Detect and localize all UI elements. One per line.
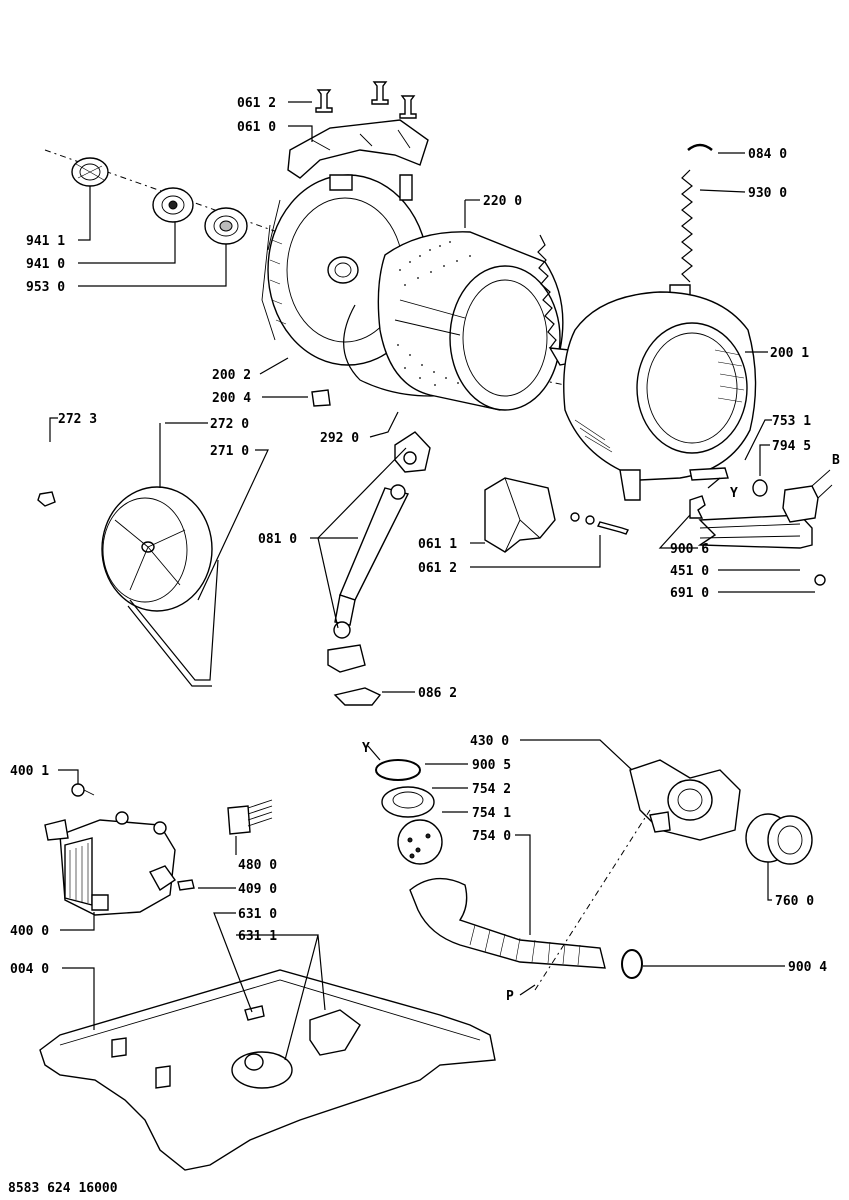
bearing-941-1 [71, 157, 109, 187]
leader-lines [49, 101, 815, 1061]
clamp-900-5 [375, 759, 421, 781]
footer-part-code: 8583 624 16000 [8, 1181, 118, 1196]
bearing-941-0 [152, 187, 194, 223]
pump-430-0 [629, 759, 741, 841]
label-631-0: 631 0 [238, 907, 277, 922]
label-004-0: 004 0 [10, 962, 49, 977]
label-760-0: 760 0 [775, 894, 814, 909]
label-941-0: 941 0 [26, 257, 65, 272]
label-061-2-top: 061 2 [237, 96, 276, 111]
bearing-953-0 [204, 207, 248, 245]
label-631-1: 631 1 [238, 929, 277, 944]
label-480-0: 480 0 [238, 858, 277, 873]
label-061-2-lower: 061 2 [418, 561, 457, 576]
filter-760-0 [745, 813, 813, 865]
block-200-4 [311, 389, 331, 407]
brush-400-1 [71, 783, 95, 797]
label-900-5: 900 5 [472, 758, 511, 773]
label-400-0: 400 0 [10, 924, 49, 939]
label-200-1: 200 1 [770, 346, 809, 361]
label-271-0: 271 0 [210, 444, 249, 459]
hook-084-0 [687, 143, 713, 151]
label-061-0: 061 0 [237, 120, 276, 135]
part-labels: 061 2 061 0 084 0 220 0 930 0 941 1 941 … [8, 96, 840, 1196]
label-754-2: 754 2 [472, 782, 511, 797]
label-900-6: 900 6 [670, 542, 709, 557]
label-953-0: 953 0 [26, 280, 65, 295]
label-754-1: 754 1 [472, 806, 511, 821]
hose-route-line [534, 809, 651, 991]
label-y-upper: Y [730, 486, 738, 501]
label-086-2: 086 2 [418, 686, 457, 701]
label-200-2: 200 2 [212, 368, 251, 383]
label-930-0: 930 0 [748, 186, 787, 201]
ring-754-2 [381, 786, 435, 818]
pin-409-0 [177, 879, 195, 891]
label-451-0: 451 0 [670, 564, 709, 579]
label-061-1: 061 1 [418, 537, 457, 552]
label-220-0: 220 0 [483, 194, 522, 209]
label-272-3: 272 3 [58, 412, 97, 427]
label-y-lower: Y [362, 741, 370, 756]
drum-perforation-pattern [397, 241, 471, 386]
label-794-5: 794 5 [772, 439, 811, 454]
label-409-0: 409 0 [238, 882, 277, 897]
shock-absorber-081-0 [327, 431, 431, 673]
counterweight-061-0 [287, 119, 429, 179]
pump-631-1 [309, 1009, 361, 1056]
label-200-4: 200 4 [212, 391, 251, 406]
spring-930-0-right [669, 169, 693, 301]
clamp-900-4 [621, 949, 643, 979]
belt-271-0 [127, 559, 219, 687]
label-754-0: 754 0 [472, 829, 511, 844]
label-400-1: 400 1 [10, 764, 49, 779]
label-292-0: 292 0 [320, 431, 359, 446]
connector-480-0 [227, 799, 273, 835]
washers-bolt [570, 512, 629, 535]
label-272-0: 272 0 [210, 417, 249, 432]
clip-086-2 [333, 687, 382, 706]
bearing-axis-line [44, 149, 301, 241]
label-941-1: 941 1 [26, 234, 65, 249]
label-753-1: 753 1 [772, 414, 811, 429]
front-tub-half-200-1 [563, 291, 757, 501]
bracket-061-1 [484, 477, 556, 553]
sensor-753-1 [782, 469, 833, 523]
nut-691-0 [814, 574, 826, 586]
plug-794-5 [752, 479, 768, 497]
label-p: P [506, 989, 514, 1004]
label-081-0: 081 0 [258, 532, 297, 547]
label-691-0: 691 0 [670, 586, 709, 601]
ball-754-1 [397, 819, 443, 865]
drum-220-0 [377, 231, 564, 411]
label-b: B [832, 453, 840, 468]
clip-900-6 [689, 495, 706, 519]
hose-292-0 [343, 304, 451, 397]
label-430-0: 430 0 [470, 734, 509, 749]
motor-400-0 [44, 811, 176, 916]
label-084-0: 084 0 [748, 147, 787, 162]
base-004-0 [39, 969, 496, 1171]
nut-272-3 [37, 491, 56, 507]
pulley-272-0 [101, 486, 213, 612]
drain-hose-754-0 [409, 877, 606, 969]
label-900-4: 900 4 [788, 960, 827, 975]
bolts-061-2 [315, 81, 417, 119]
